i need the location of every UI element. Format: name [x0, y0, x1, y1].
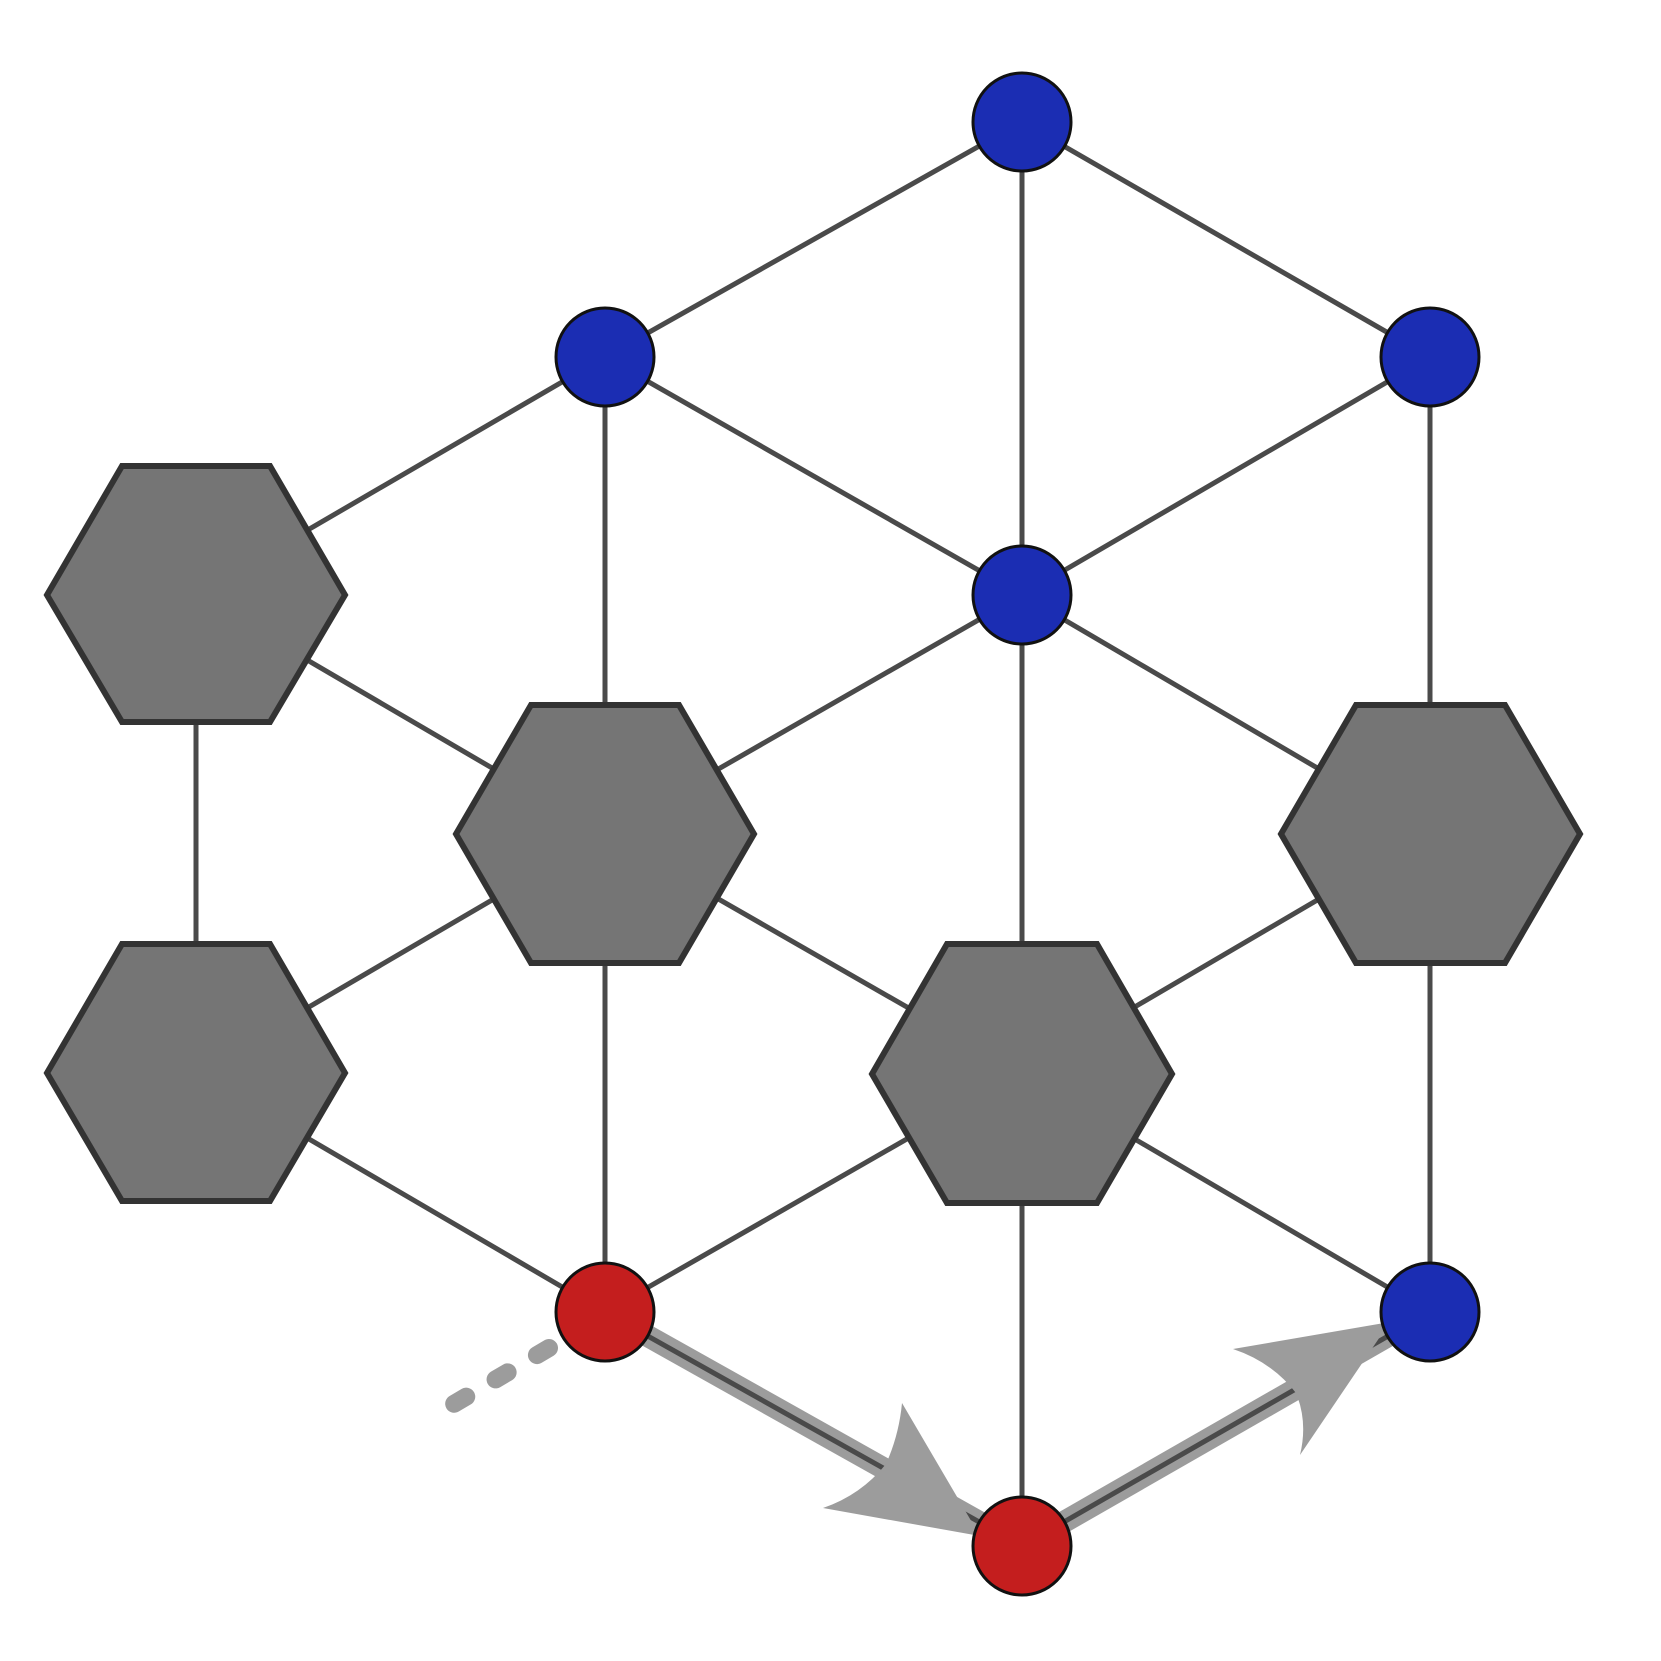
- node-blue: [971, 544, 1073, 646]
- hexagon: [452, 702, 758, 966]
- node-blue: [1379, 306, 1481, 408]
- node-blue: [554, 306, 656, 408]
- node-blue: [1379, 1261, 1481, 1363]
- node-red: [554, 1261, 656, 1363]
- nodes: [554, 71, 1481, 1597]
- arrow-right-up-icon: [1233, 1322, 1390, 1455]
- edge: [1020, 354, 1432, 598]
- edge: [603, 119, 1024, 360]
- hexagon: [43, 941, 349, 1204]
- dashed-trail: [421, 1339, 558, 1427]
- hexagon: [1277, 702, 1584, 966]
- lattice-edges: [193, 119, 1433, 1546]
- node-red: [971, 1495, 1073, 1597]
- hexagon: [868, 941, 1176, 1206]
- node-blue: [971, 71, 1073, 173]
- arrow-right-down-icon: [823, 1403, 980, 1536]
- hexagon: [43, 463, 349, 725]
- walk-arrows: [823, 1322, 1390, 1536]
- edge: [603, 354, 1024, 598]
- edge: [1020, 119, 1432, 360]
- hexagons: [43, 463, 1584, 1206]
